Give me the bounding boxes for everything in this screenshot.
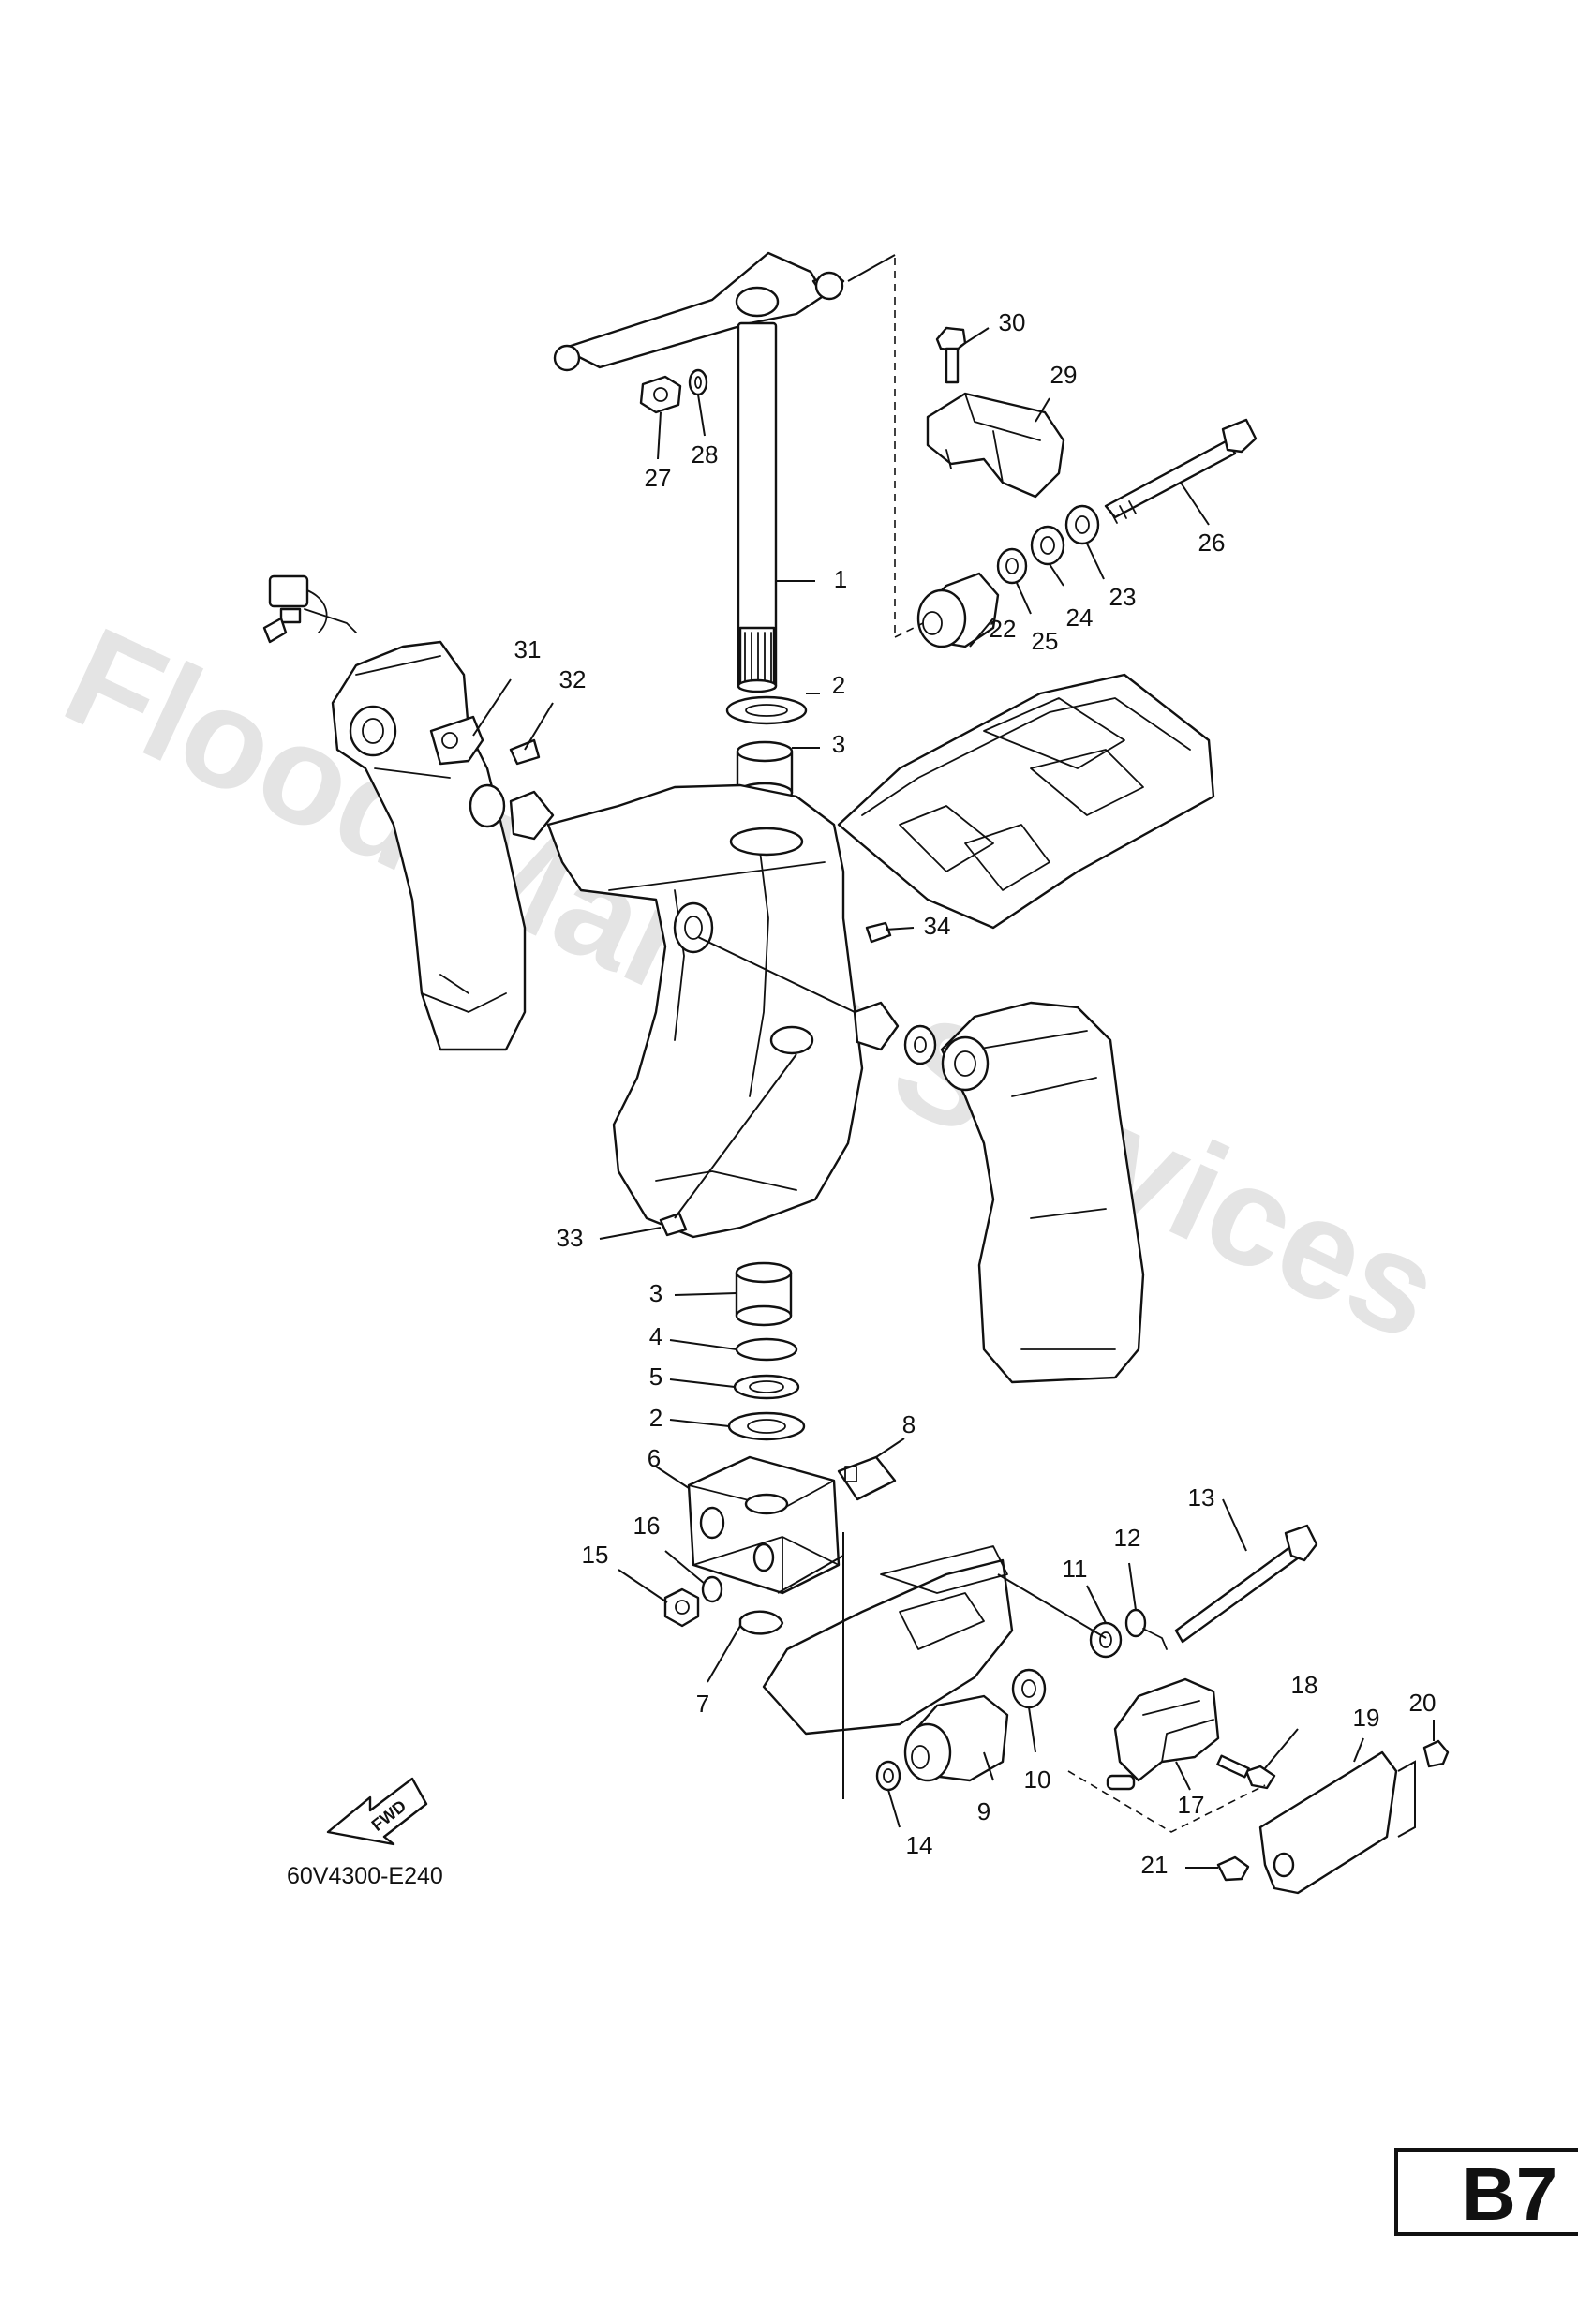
washer-11 xyxy=(1089,1621,1123,1659)
callout-25: 25 xyxy=(1032,627,1059,655)
callout-2-top: 2 xyxy=(832,671,845,699)
callout-31: 31 xyxy=(514,635,542,663)
page-badge: B7 xyxy=(1394,2148,1578,2236)
left-clamp-bracket xyxy=(331,640,527,1051)
grease-nipple-33 xyxy=(659,1212,688,1237)
cover-plate-19 xyxy=(1258,1750,1398,1895)
callout-9: 9 xyxy=(977,1797,990,1825)
callout-14: 14 xyxy=(906,1831,933,1859)
callout-32: 32 xyxy=(559,665,587,693)
grease-nipple-34 xyxy=(865,921,892,944)
tilt-tube-bushing-right xyxy=(853,1001,937,1065)
callout-19: 19 xyxy=(1353,1704,1380,1732)
callout-33: 33 xyxy=(557,1224,584,1252)
nut-15 xyxy=(663,1587,700,1628)
callout-6: 6 xyxy=(648,1444,661,1472)
cover-29 xyxy=(926,392,1065,499)
fwd-arrow-icon xyxy=(326,1777,428,1846)
callout-8: 8 xyxy=(902,1410,916,1438)
washer-23 xyxy=(1064,504,1100,545)
callout-23: 23 xyxy=(1109,583,1137,611)
callout-20: 20 xyxy=(1409,1689,1437,1717)
diagram-code: 60V4300-E240 xyxy=(287,1863,443,1889)
ground-lead-12 xyxy=(1124,1608,1168,1650)
callout-12: 12 xyxy=(1114,1524,1141,1552)
swivel-bracket xyxy=(546,783,864,1239)
callout-5: 5 xyxy=(649,1363,662,1391)
callout-2-lower: 2 xyxy=(649,1404,662,1432)
callout-18: 18 xyxy=(1291,1671,1318,1699)
callout-17: 17 xyxy=(1178,1791,1205,1819)
callout-3-lower: 3 xyxy=(649,1279,662,1307)
callout-11: 11 xyxy=(1063,1555,1088,1583)
callout-30: 30 xyxy=(999,308,1026,336)
stopper-8 xyxy=(837,1455,897,1501)
callout-28: 28 xyxy=(692,440,719,469)
washer-10 xyxy=(1011,1668,1047,1709)
callout-26: 26 xyxy=(1198,529,1226,557)
washer-16 xyxy=(701,1575,723,1603)
callout-labels: 1 2 3 31 32 27 28 30 29 26 23 24 25 22 3… xyxy=(514,308,1437,1879)
mount-rubber-22 xyxy=(916,572,1000,648)
washer-24 xyxy=(1030,525,1065,566)
nut-27 xyxy=(639,375,682,414)
washer-14 xyxy=(875,1760,901,1792)
bushing-2-top xyxy=(725,695,808,725)
steering-shaft xyxy=(737,321,778,693)
callout-4: 4 xyxy=(649,1322,662,1350)
trim-sensor-harness xyxy=(262,574,357,644)
callout-24: 24 xyxy=(1066,603,1094,632)
cap-20 xyxy=(1422,1739,1450,1768)
bushing-2-lower xyxy=(727,1411,806,1441)
screw-32 xyxy=(509,738,541,766)
clip-7 xyxy=(738,1610,784,1635)
callout-34: 34 xyxy=(924,912,951,940)
callout-1: 1 xyxy=(834,565,847,593)
callout-15: 15 xyxy=(582,1541,609,1569)
bolt-26 xyxy=(1104,418,1258,524)
lower-casing xyxy=(762,1545,1014,1736)
mount-rubber-9 xyxy=(903,1694,1009,1782)
callout-leaders xyxy=(472,327,1435,1869)
callout-21: 21 xyxy=(1141,1851,1169,1879)
bolt-30 xyxy=(935,326,967,384)
page-badge-label: B7 xyxy=(1462,2153,1558,2236)
callout-29: 29 xyxy=(1050,361,1078,389)
washer-25 xyxy=(996,547,1028,585)
callout-22: 22 xyxy=(990,615,1017,643)
mount-bracket-17 xyxy=(1106,1677,1220,1791)
callout-13: 13 xyxy=(1188,1483,1215,1512)
bolt-18 xyxy=(1216,1754,1276,1790)
trim-sensor-31 xyxy=(429,715,484,766)
callout-7: 7 xyxy=(696,1690,709,1718)
callout-27: 27 xyxy=(645,464,672,492)
bolt-21 xyxy=(1216,1855,1250,1882)
right-clamp-bracket xyxy=(940,1001,1145,1384)
steering-arm xyxy=(553,251,845,372)
washer-28 xyxy=(688,368,708,396)
callout-10: 10 xyxy=(1024,1765,1051,1794)
bushing-3-lower xyxy=(735,1261,793,1327)
washer-5 xyxy=(733,1374,800,1400)
tilt-tube-bushing-left xyxy=(469,783,555,841)
o-ring-4 xyxy=(735,1337,798,1362)
engine-mount-plate xyxy=(837,673,1215,930)
lower-mount-housing-6 xyxy=(687,1455,841,1595)
bolt-13 xyxy=(1174,1524,1318,1644)
callout-3-top: 3 xyxy=(832,730,845,758)
callout-16: 16 xyxy=(633,1512,661,1540)
